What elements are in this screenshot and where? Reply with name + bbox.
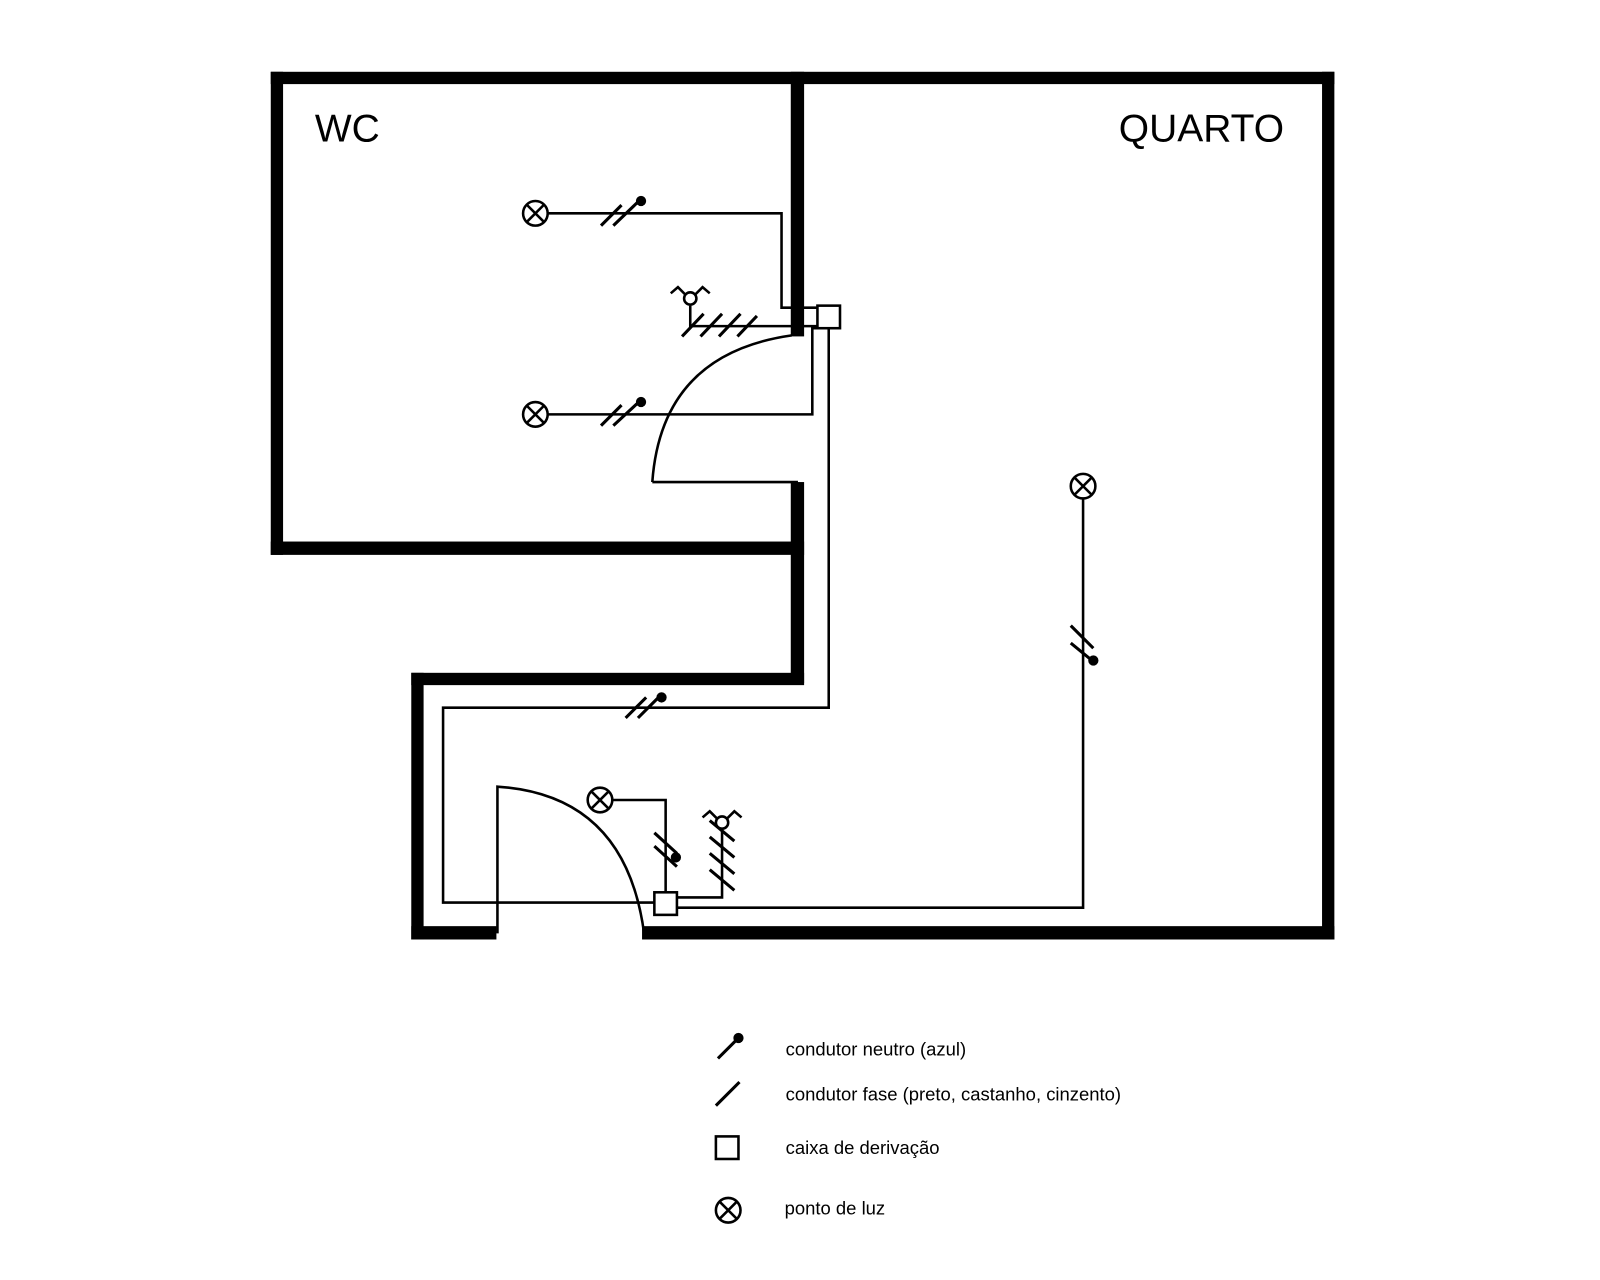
light-point-icon [521,400,549,428]
switch-icon [669,285,712,306]
legend-label: condutor neutro (azul) [786,1038,967,1059]
legend: condutor neutro (azul) condutor fase (pr… [714,1032,1121,1224]
room-label-wc: WC [315,108,380,151]
neutral-conductor-icon [733,1032,744,1044]
phase-conductor-icon [714,1080,741,1107]
light-point-icon [714,1196,742,1224]
legend-label: ponto de luz [785,1197,886,1218]
wc-door [651,334,798,484]
switch-icon [701,809,743,831]
room-label-quarto: QUARTO [1119,108,1284,151]
junction-box [653,891,679,917]
legend-label: condutor fase (preto, castanho, cinzento… [786,1084,1121,1105]
junction-box [816,304,842,330]
wiring [441,195,1099,909]
light-point-icon [586,786,614,814]
walls [270,71,1335,940]
light-point-icon [521,199,549,227]
entry-door [496,785,646,934]
light-point-icon [1069,472,1097,500]
junction-box-icon [714,1135,740,1161]
legend-label: caixa de derivação [786,1137,940,1158]
